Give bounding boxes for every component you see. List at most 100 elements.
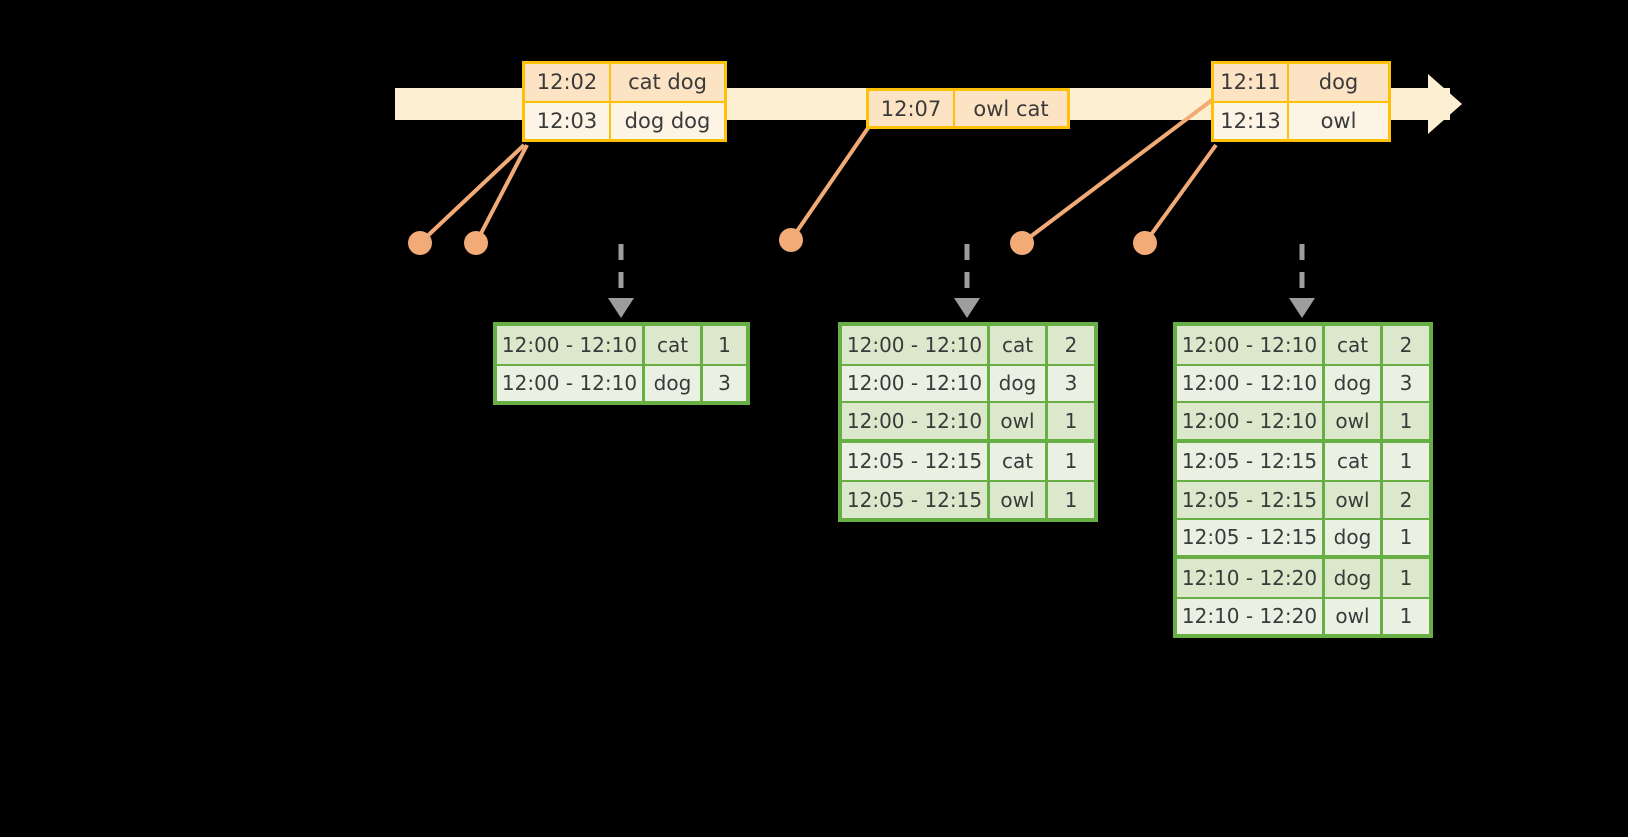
down-arrow-1-head <box>608 298 634 318</box>
key-cell: dog <box>645 365 703 401</box>
connector-2-dot <box>464 231 488 255</box>
down-arrow-2-head <box>954 298 980 318</box>
count-cell: 1 <box>1399 408 1413 433</box>
event-group-3: 12:11 dog 12:13 owl <box>1211 61 1391 142</box>
count-cell: 1 <box>1064 449 1078 474</box>
connector-1-dot <box>408 231 432 255</box>
count-cell: 1 <box>1399 604 1413 629</box>
key-cell: dog <box>1325 559 1383 597</box>
down-arrow-group <box>608 244 1315 318</box>
key-cell: dog <box>1325 519 1383 555</box>
event-group-2: 12:07 owl cat <box>866 88 1070 129</box>
event-time: 12:03 <box>525 102 611 139</box>
table-row: 12:05 - 12:15 cat 1 <box>842 442 1094 480</box>
result-table-2: 12:00 - 12:10 cat 2 12:00 - 12:10 dog 3 … <box>838 322 1098 522</box>
event-words: dog dog <box>624 108 711 133</box>
result-group: 12:00 - 12:10 cat 2 12:00 - 12:10 dog 3 … <box>842 326 1094 439</box>
window-cell: 12:00 - 12:10 <box>842 403 990 439</box>
key-cell: owl <box>1325 403 1383 439</box>
count-cell: 3 <box>1399 371 1413 396</box>
window-cell: 12:00 - 12:10 <box>497 326 645 364</box>
result-group: 12:05 - 12:15 cat 1 12:05 - 12:15 owl 2 … <box>1177 438 1429 555</box>
connector-3-line <box>789 126 870 242</box>
window-cell: 12:00 - 12:10 <box>842 365 990 401</box>
window-cell: 12:05 - 12:15 <box>842 482 990 518</box>
result-group: 12:00 - 12:10 cat 1 12:00 - 12:10 dog 3 <box>497 326 746 401</box>
timeline-arrow-right-icon <box>1428 74 1462 134</box>
event-words: owl cat <box>973 96 1049 121</box>
key-cell: cat <box>990 326 1048 364</box>
table-row: 12:00 - 12:10 dog 3 <box>497 363 746 401</box>
key-cell: cat <box>990 442 1048 480</box>
window-cell: 12:10 - 12:20 <box>1177 559 1325 597</box>
table-row: 12:00 - 12:10 cat 2 <box>1177 326 1429 364</box>
event-row: 12:13 owl <box>1214 100 1388 139</box>
window-cell: 12:05 - 12:15 <box>1177 519 1325 555</box>
key-cell: owl <box>1325 598 1383 634</box>
count-cell: 1 <box>718 332 731 357</box>
event-time: 12:02 <box>525 64 611 101</box>
connector-4-dot <box>1010 231 1034 255</box>
table-row: 12:00 - 12:10 owl 1 <box>842 401 1094 439</box>
count-cell: 3 <box>1064 371 1078 396</box>
window-cell: 12:05 - 12:15 <box>1177 482 1325 518</box>
table-row: 12:05 - 12:15 owl 1 <box>842 480 1094 518</box>
table-row: 12:00 - 12:10 cat 1 <box>497 326 746 364</box>
count-cell: 1 <box>1064 487 1078 512</box>
connector-dots <box>408 228 1157 255</box>
window-cell: 12:05 - 12:15 <box>842 442 990 480</box>
event-words: owl <box>1320 108 1357 133</box>
result-table-3: 12:00 - 12:10 cat 2 12:00 - 12:10 dog 3 … <box>1173 322 1433 638</box>
connector-2-line <box>474 144 529 244</box>
connector-5-dot <box>1133 231 1157 255</box>
connector-3-dot <box>779 228 803 252</box>
window-cell: 12:00 - 12:10 <box>1177 365 1325 401</box>
count-cell: 1 <box>1064 408 1078 433</box>
key-cell: dog <box>1325 365 1383 401</box>
event-group-1: 12:02 cat dog 12:03 dog dog <box>522 61 727 142</box>
table-row: 12:10 - 12:20 dog 1 <box>1177 559 1429 597</box>
count-cell: 1 <box>1399 449 1413 474</box>
key-cell: owl <box>990 482 1048 518</box>
event-words: dog <box>1318 70 1359 95</box>
event-row: 12:11 dog <box>1214 64 1388 101</box>
table-row: 12:05 - 12:15 dog 1 <box>1177 517 1429 555</box>
key-cell: owl <box>990 403 1048 439</box>
table-row: 12:10 - 12:20 owl 1 <box>1177 596 1429 634</box>
result-group: 12:10 - 12:20 dog 1 12:10 - 12:20 owl 1 <box>1177 555 1429 634</box>
window-cell: 12:00 - 12:10 <box>842 326 990 364</box>
window-cell: 12:00 - 12:10 <box>497 365 645 401</box>
table-row: 12:00 - 12:10 cat 2 <box>842 326 1094 364</box>
event-row: 12:03 dog dog <box>525 100 724 139</box>
count-cell: 1 <box>1399 525 1413 550</box>
key-cell: dog <box>990 365 1048 401</box>
event-row: 12:02 cat dog <box>525 64 724 101</box>
key-cell: cat <box>1325 442 1383 480</box>
count-cell: 1 <box>1399 565 1413 590</box>
count-cell: 2 <box>1064 332 1078 357</box>
table-row: 12:00 - 12:10 dog 3 <box>842 363 1094 401</box>
result-group: 12:05 - 12:15 cat 1 12:05 - 12:15 owl 1 <box>842 438 1094 518</box>
count-cell: 2 <box>1399 487 1413 512</box>
key-cell: cat <box>645 326 703 364</box>
window-cell: 12:10 - 12:20 <box>1177 598 1325 634</box>
table-row: 12:00 - 12:10 dog 3 <box>1177 363 1429 401</box>
connector-1-line <box>418 143 526 245</box>
table-row: 12:05 - 12:15 owl 2 <box>1177 480 1429 518</box>
event-time: 12:13 <box>1214 102 1289 139</box>
table-row: 12:05 - 12:15 cat 1 <box>1177 442 1429 480</box>
event-words: cat dog <box>628 70 707 95</box>
window-cell: 12:00 - 12:10 <box>1177 403 1325 439</box>
result-table-1: 12:00 - 12:10 cat 1 12:00 - 12:10 dog 3 <box>493 322 750 405</box>
connector-5-line <box>1143 143 1218 245</box>
result-group: 12:00 - 12:10 cat 2 12:00 - 12:10 dog 3 … <box>1177 326 1429 439</box>
event-time: 12:07 <box>869 91 955 126</box>
window-cell: 12:00 - 12:10 <box>1177 326 1325 364</box>
key-cell: cat <box>1325 326 1383 364</box>
down-arrow-3-head <box>1289 298 1315 318</box>
count-cell: 3 <box>718 371 731 396</box>
event-time: 12:11 <box>1214 64 1289 101</box>
table-row: 12:00 - 12:10 owl 1 <box>1177 401 1429 439</box>
count-cell: 2 <box>1399 332 1413 357</box>
